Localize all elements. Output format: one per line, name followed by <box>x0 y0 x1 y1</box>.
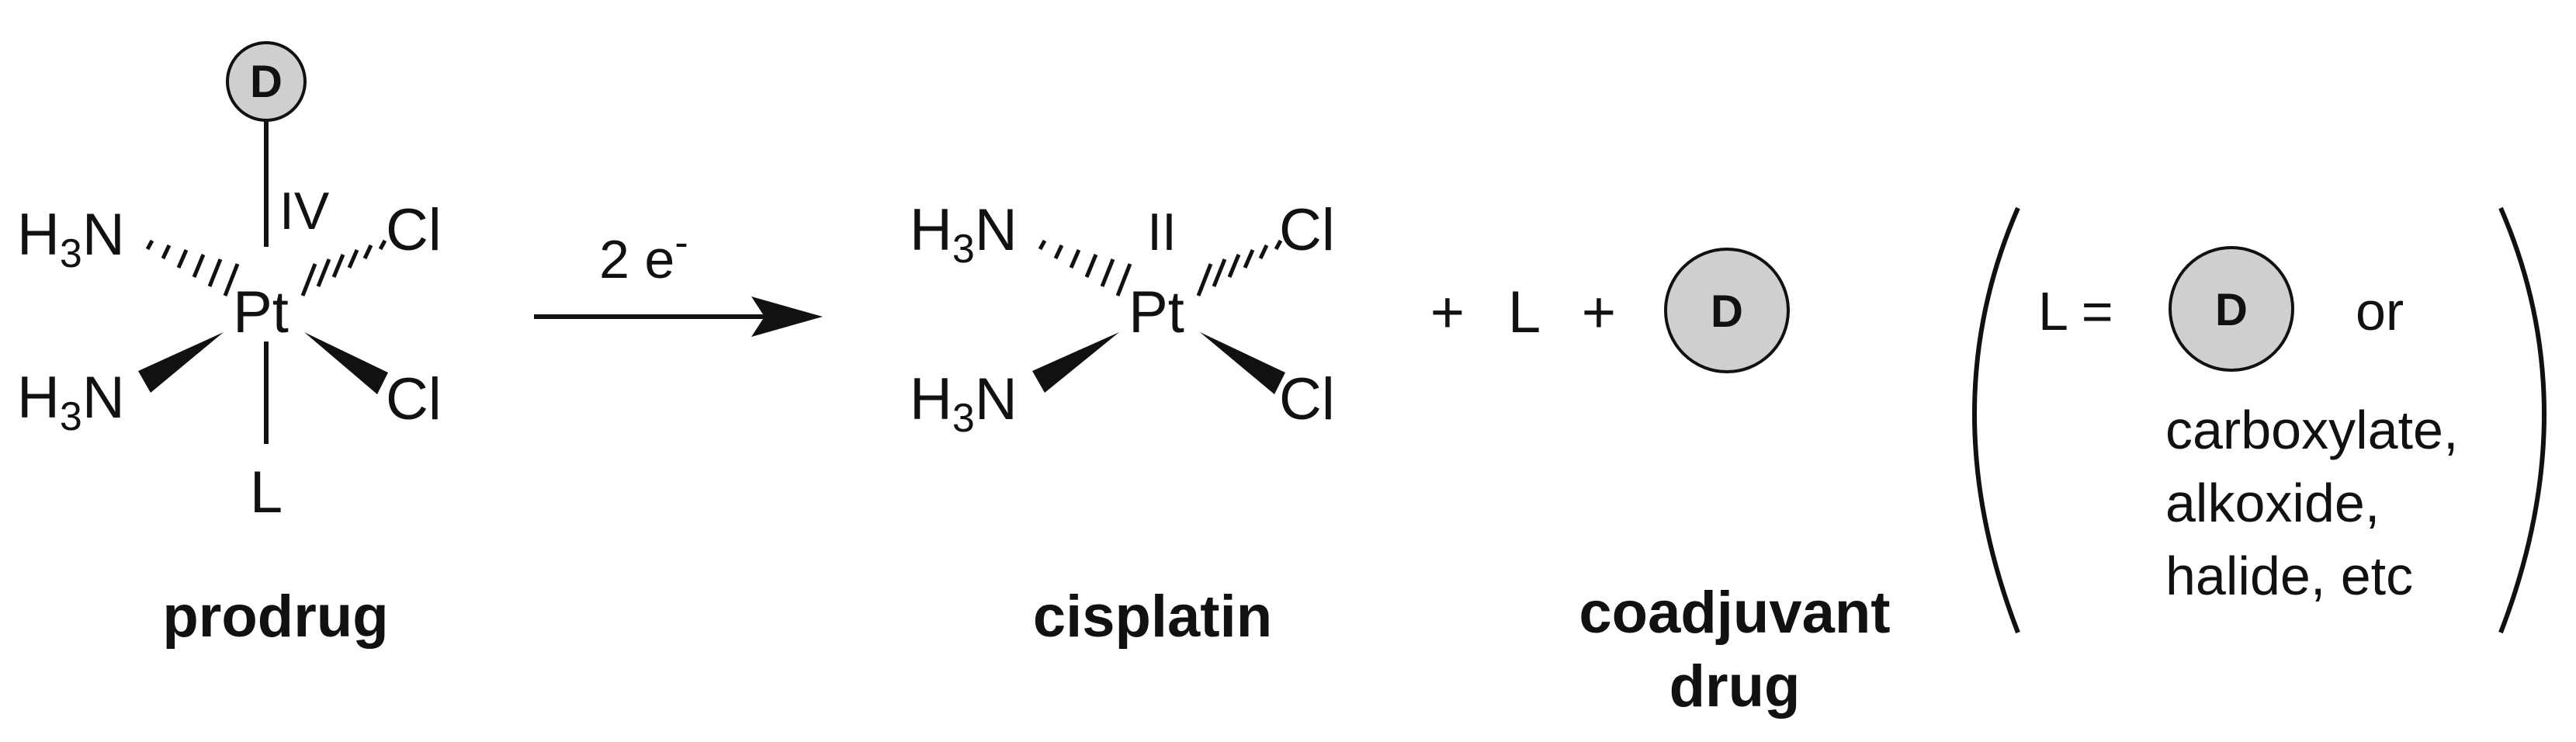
axial-ligand-l: L <box>250 459 283 525</box>
electron-label: 2 e- <box>599 220 688 290</box>
arrow-head <box>751 296 823 337</box>
wedge-bond-lower-right-cis <box>1200 332 1285 394</box>
ammine-lower-cisplatin: H3N <box>910 366 1018 441</box>
coadjuvant-caption-line1: coadjuvant <box>1579 580 1890 646</box>
chloride-lower-cisplatin: Cl <box>1279 366 1335 432</box>
hashed-bond-upper-right-cis <box>1196 239 1283 296</box>
plus-sign-2: + <box>1582 279 1616 345</box>
platinum-atom-prodrug: Pt <box>233 279 289 345</box>
hashed-bond-upper-left-cis <box>1038 239 1132 296</box>
ammine-lower-prodrug: H3N <box>17 365 125 439</box>
prodrug-structure: D IV Pt L H3N <box>17 41 442 650</box>
hashed-bond-upper-left <box>145 239 240 296</box>
chloride-upper-prodrug: Cl <box>386 197 442 263</box>
drug-disk-definition <box>2169 246 2294 372</box>
prodrug-caption: prodrug <box>162 584 388 650</box>
released-ligand-l: L <box>1508 279 1541 345</box>
drug-symbol-definition: D <box>2215 285 2248 335</box>
byproducts: + L + D coadjuvant drug <box>1430 248 1891 719</box>
reduction-arrow: 2 e- <box>534 220 823 337</box>
ligand-equals-label: L = <box>2038 281 2113 342</box>
ammine-upper-cisplatin: H3N <box>910 197 1018 272</box>
drug-symbol-prodrug: D <box>250 57 283 107</box>
coadjuvant-caption-line2: drug <box>1669 654 1801 719</box>
wedge-bond-lower-left <box>138 332 224 393</box>
oxidation-state-iv: IV <box>279 182 330 241</box>
alternative-alkoxide: alkoxide, <box>2165 473 2380 533</box>
alternative-halide: halide, etc <box>2165 546 2413 606</box>
cisplatin-structure: II Pt H3N H3N Cl Cl cisplatin <box>910 197 1335 650</box>
or-label: or <box>2356 281 2404 342</box>
cisplatin-caption: cisplatin <box>1033 584 1272 650</box>
drug-disk-prodrug <box>226 41 307 122</box>
wedge-bond-lower-right <box>304 332 388 394</box>
ammine-upper-prodrug: H3N <box>17 202 125 276</box>
chloride-lower-prodrug: Cl <box>386 366 442 432</box>
ligand-definition: L = D or carboxylate, alkoxide, halide, … <box>1972 206 2547 634</box>
right-parenthesis <box>2498 206 2547 634</box>
wedge-bond-lower-left-cis <box>1032 332 1119 393</box>
platinum-atom-cisplatin: Pt <box>1129 279 1184 345</box>
left-parenthesis <box>1972 206 2020 634</box>
oxidation-state-ii: II <box>1147 203 1177 262</box>
drug-symbol-released: D <box>1711 286 1743 337</box>
plus-sign-1: + <box>1430 279 1465 345</box>
drug-disk-released <box>1664 248 1790 373</box>
alternative-carboxylate: carboxylate, <box>2165 400 2458 460</box>
chloride-upper-cisplatin: Cl <box>1279 197 1335 263</box>
hashed-bond-upper-right <box>300 239 387 296</box>
